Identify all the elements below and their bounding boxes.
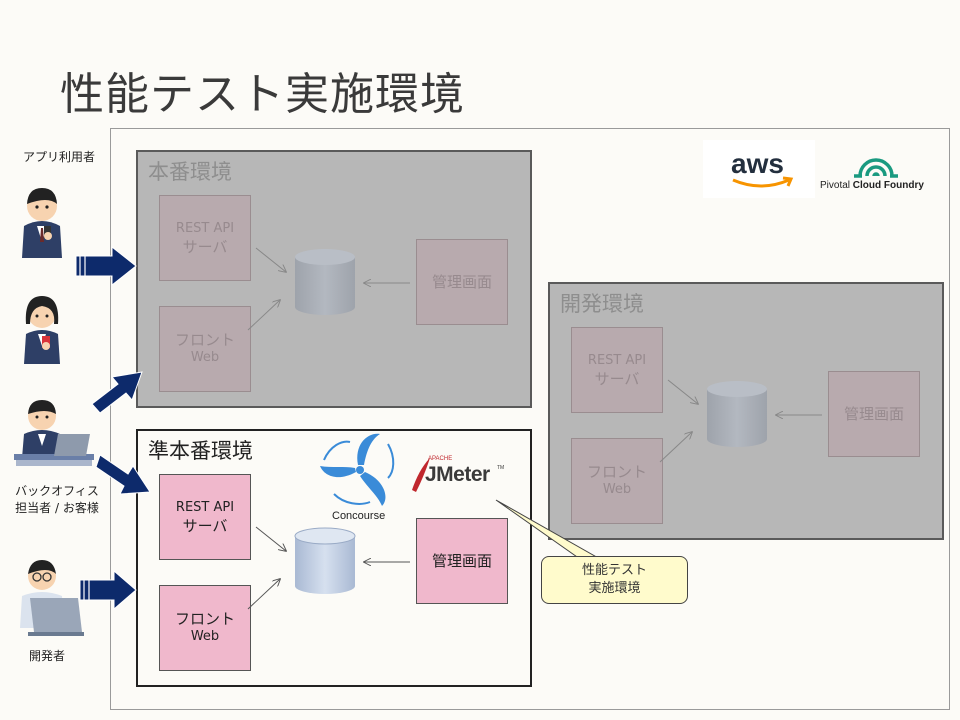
dev-arrow-api-db	[667, 379, 698, 404]
pcf-cloud-icon	[854, 158, 898, 178]
staging-front-line1: フロント	[174, 610, 235, 628]
backoffice-person-icon	[14, 400, 94, 466]
dev-front-line1: フロント	[586, 463, 647, 481]
arrow-developer-to-staging	[79, 569, 137, 611]
dev-arrow-front-db	[659, 432, 692, 463]
prod-api-line1: REST API	[175, 221, 235, 236]
staging-api-line2: サーバ	[182, 517, 228, 535]
callout-line2: 実施環境	[588, 581, 641, 596]
concourse-logo-icon	[320, 433, 395, 506]
aws-smile-icon	[732, 176, 794, 188]
page-title: 性能テスト実施環境	[60, 69, 465, 120]
callout-line1: 性能テスト	[581, 563, 647, 578]
dev-admin-label: 管理画面	[843, 405, 904, 423]
staging-arrow-api-db	[255, 526, 286, 551]
jmeter-apache-text: APACHE	[428, 456, 453, 462]
arrow-backoffice-to-staging	[95, 454, 151, 495]
aws-logo-text: aws	[731, 148, 784, 179]
dev-admin-box: 管理画面	[828, 371, 920, 457]
jmeter-logo: APACHE JMeter TM	[410, 452, 510, 498]
jmeter-feather-icon	[412, 458, 430, 492]
staging-front-line2: Web	[190, 629, 220, 644]
backoffice-label: バックオフィス 担当者 / お客様	[4, 483, 110, 517]
pcf-brand-pivotal: Pivotal	[820, 180, 851, 191]
dev-front-line2: Web	[602, 482, 632, 497]
developer-label: 開発者	[28, 649, 65, 663]
app-user-female-icon	[24, 296, 60, 364]
staging-env-title: 準本番環境	[148, 439, 253, 463]
app-user-male-icon	[22, 188, 62, 258]
prod-api-box: REST API サーバ	[159, 195, 251, 281]
pcf-brand-cf: Cloud Foundry	[852, 180, 924, 191]
aws-logo: aws	[703, 140, 815, 198]
prod-admin-box: 管理画面	[416, 239, 508, 325]
prod-database-icon	[295, 249, 355, 315]
staging-arrow-front-db	[247, 579, 280, 610]
prod-front-line2: Web	[190, 350, 220, 365]
staging-admin-box: 管理画面	[416, 518, 508, 604]
dev-api-box: REST API サーバ	[571, 327, 663, 413]
arrow-backoffice-to-prod	[91, 371, 143, 414]
perf-test-callout: 性能テスト 実施環境	[541, 556, 688, 604]
arrow-app-user-to-prod	[75, 245, 137, 287]
staging-api-box: REST API サーバ	[159, 474, 251, 560]
prod-arrow-front-db	[247, 300, 280, 331]
backoffice-label-line1: バックオフィス	[15, 484, 99, 498]
backoffice-label-line2: 担当者 / お客様	[15, 501, 99, 515]
prod-env: 本番環境 REST API サーバ フロント Web 管理画面	[136, 150, 532, 408]
staging-database-icon	[294, 527, 356, 594]
staging-front-box: フロント Web	[159, 585, 251, 671]
prod-arrow-api-db	[255, 247, 286, 272]
staging-api-line1: REST API	[175, 500, 235, 515]
dev-api-line1: REST API	[587, 353, 647, 368]
dev-database-icon	[707, 381, 767, 447]
prod-front-line1: フロント	[174, 331, 235, 349]
pcf-logo: Pivotal Cloud Foundry	[818, 140, 938, 200]
app-user-label: アプリ利用者	[22, 150, 95, 164]
jmeter-tm-text: TM	[497, 465, 505, 471]
jmeter-logo-text: JMeter	[425, 463, 490, 486]
prod-env-title: 本番環境	[148, 160, 232, 184]
staging-admin-label: 管理画面	[431, 552, 492, 570]
dev-env-title: 開発環境	[560, 292, 644, 316]
concourse-logo-text: Concourse	[332, 510, 386, 522]
dev-api-line2: サーバ	[594, 370, 640, 388]
dev-front-box: フロント Web	[571, 438, 663, 524]
prod-admin-label: 管理画面	[431, 273, 492, 291]
developer-person-icon	[20, 560, 84, 636]
prod-front-box: フロント Web	[159, 306, 251, 392]
prod-api-line2: サーバ	[182, 238, 228, 256]
